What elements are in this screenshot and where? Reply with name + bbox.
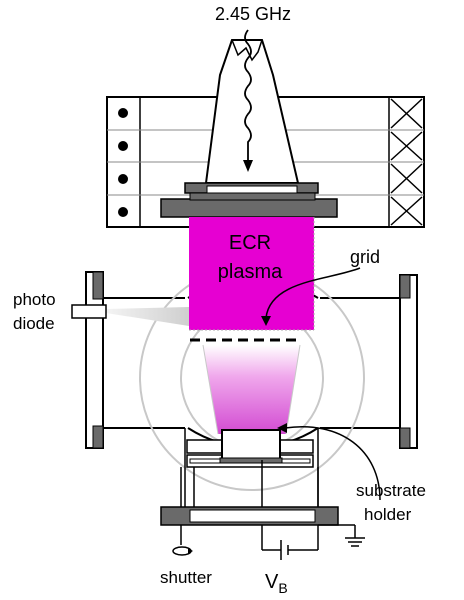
plasma-label-line2: plasma [218, 261, 283, 283]
plasma-label-line1: ECR [229, 232, 271, 254]
substrate-label-line1: substrate [356, 481, 426, 500]
frequency-label: 2.45 GHz [215, 4, 291, 24]
ecr-plasma-region [189, 217, 314, 330]
photodiode-light-cone [106, 307, 189, 326]
coil-dot-icon [118, 174, 128, 184]
bias-circuit [262, 524, 365, 560]
bias-voltage-label: VB [265, 571, 288, 596]
coil-dot-icon [118, 207, 128, 217]
ion-beam [203, 345, 300, 434]
grid-label: grid [350, 247, 380, 267]
photodiode-label-line2: diode [13, 314, 55, 333]
substrate-label-line2: holder [364, 505, 412, 524]
photodiode [71, 304, 107, 319]
left-port-flange [85, 271, 104, 449]
photodiode-label-line1: photo [13, 290, 56, 309]
right-port-flange [399, 274, 418, 449]
shutter-label: shutter [160, 568, 212, 587]
shutter-rotation-icon [172, 546, 193, 556]
coil-dot-icon [118, 141, 128, 151]
grid-leader-arrow [261, 267, 361, 326]
bias-voltage-symbol: V [265, 571, 279, 593]
coil-dot-icon [118, 108, 128, 118]
top-window-flange [160, 182, 338, 218]
substrate-holder [186, 429, 314, 468]
bias-voltage-subscript: B [278, 580, 287, 596]
coil-cross-icon [390, 98, 423, 226]
substrate-leader-arrow [277, 423, 381, 501]
